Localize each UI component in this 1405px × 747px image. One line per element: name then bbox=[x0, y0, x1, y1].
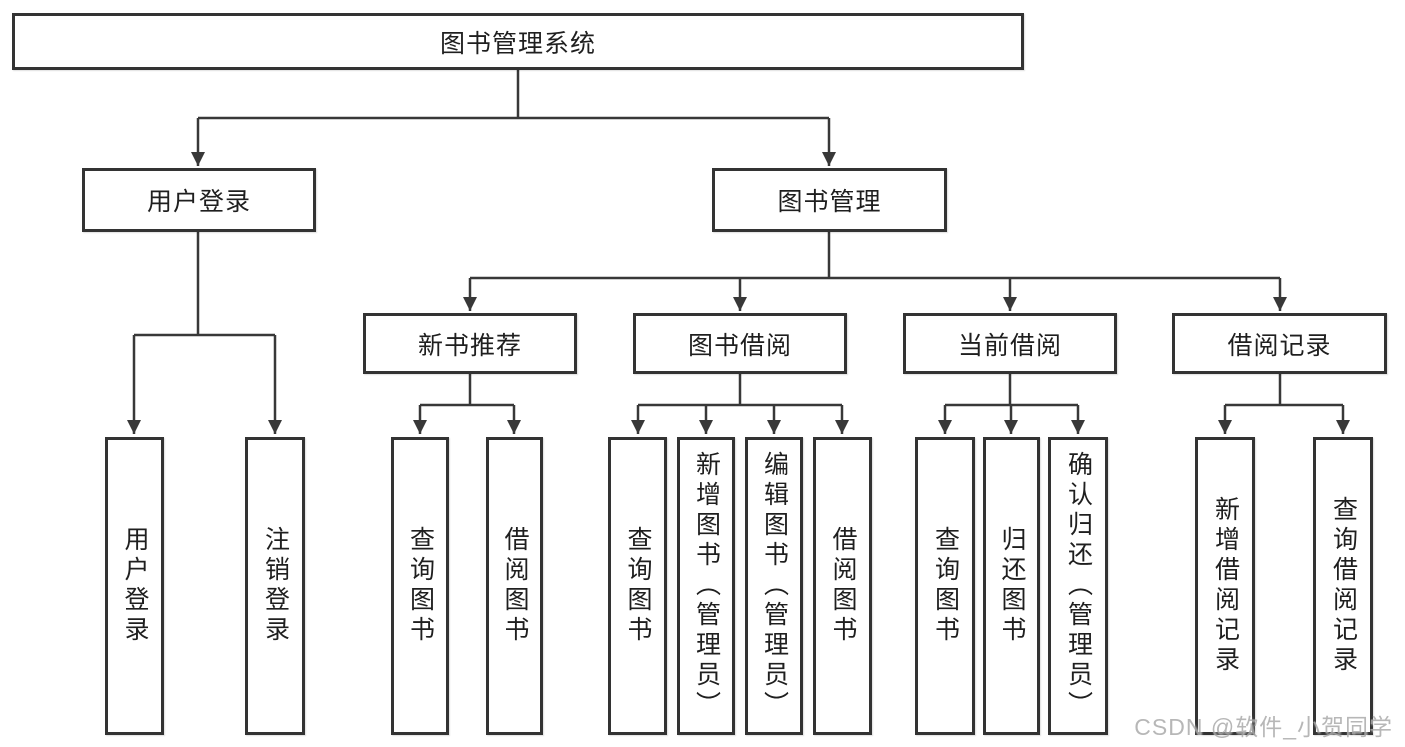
leaf-user-login: 用户登录 bbox=[105, 437, 164, 735]
leaf-current-confirm-return-admin: 确认归还（管理员） bbox=[1048, 437, 1108, 735]
leaf-records-query-record: 查询借阅记录 bbox=[1313, 437, 1373, 735]
leaf-logout: 注销登录 bbox=[245, 437, 305, 735]
leaf-borrow-query-books: 查询图书 bbox=[608, 437, 667, 735]
node-book-management: 图书管理 bbox=[712, 168, 947, 232]
node-borrow-records: 借阅记录 bbox=[1172, 313, 1387, 374]
node-current-borrow: 当前借阅 bbox=[903, 313, 1117, 374]
leaf-current-return-books: 归还图书 bbox=[983, 437, 1040, 735]
leaf-recommend-borrow-books: 借阅图书 bbox=[486, 437, 543, 735]
leaf-borrow-edit-books-admin: 编辑图书（管理员） bbox=[745, 437, 803, 735]
leaf-borrow-add-books-admin: 新增图书（管理员） bbox=[677, 437, 735, 735]
csdn-watermark: CSDN @软件_小贺同学 bbox=[1134, 714, 1393, 740]
connector-skeleton bbox=[134, 70, 1343, 407]
node-new-book-recommend: 新书推荐 bbox=[363, 313, 577, 374]
leaf-recommend-query-books: 查询图书 bbox=[391, 437, 449, 735]
leaf-borrow-borrow-books: 借阅图书 bbox=[813, 437, 872, 735]
node-system-root: 图书管理系统 bbox=[12, 13, 1024, 70]
leaf-current-query-books: 查询图书 bbox=[915, 437, 975, 735]
node-book-borrow: 图书借阅 bbox=[633, 313, 847, 374]
node-user-login: 用户登录 bbox=[82, 168, 316, 232]
leaf-records-add-record: 新增借阅记录 bbox=[1195, 437, 1255, 735]
